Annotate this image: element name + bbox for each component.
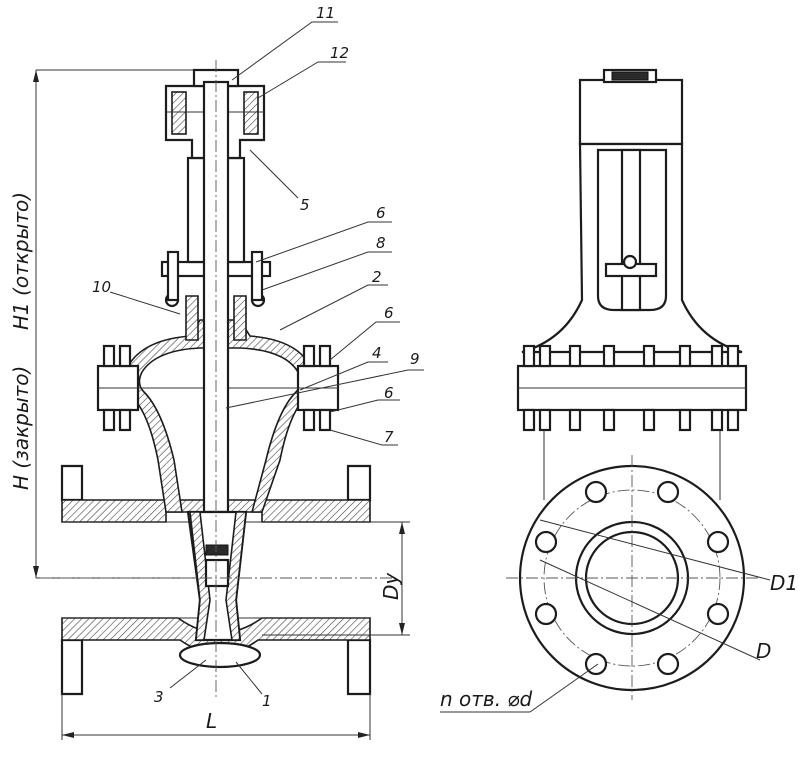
callout-6a: 6 <box>376 204 386 222</box>
dimension-h1-open: H1 (открыто) <box>9 192 33 330</box>
dimension-d1: D1 <box>770 571 798 595</box>
callout-7: 7 <box>384 428 394 446</box>
section-view: 11 12 5 6 8 10 2 6 4 9 6 7 3 1 H (закрыт… <box>9 4 424 740</box>
callout-4: 4 <box>372 344 382 362</box>
callout-10: 10 <box>92 278 111 296</box>
dimension-holes: n отв. ⌀d <box>440 687 532 711</box>
dimension-h-closed: H (закрыто) <box>9 366 33 490</box>
dimension-l: L <box>206 709 217 733</box>
callout-1: 1 <box>262 692 272 710</box>
callout-2: 2 <box>372 268 382 286</box>
dimension-dy: Dy <box>379 572 403 600</box>
callout-9: 9 <box>410 350 420 368</box>
callout-5: 5 <box>300 196 310 214</box>
bolt-set-right <box>302 344 332 432</box>
callout-6b: 6 <box>384 304 394 322</box>
callout-8: 8 <box>376 234 386 252</box>
callout-12: 12 <box>330 44 349 62</box>
dimension-d: D <box>756 639 771 663</box>
side-bolts <box>522 344 740 432</box>
side-view: D1 D n отв. ⌀d <box>440 68 798 713</box>
callout-6c: 6 <box>384 384 394 402</box>
callout-11: 11 <box>316 4 335 22</box>
bolt-set-left <box>102 344 132 432</box>
callout-3: 3 <box>154 688 164 706</box>
